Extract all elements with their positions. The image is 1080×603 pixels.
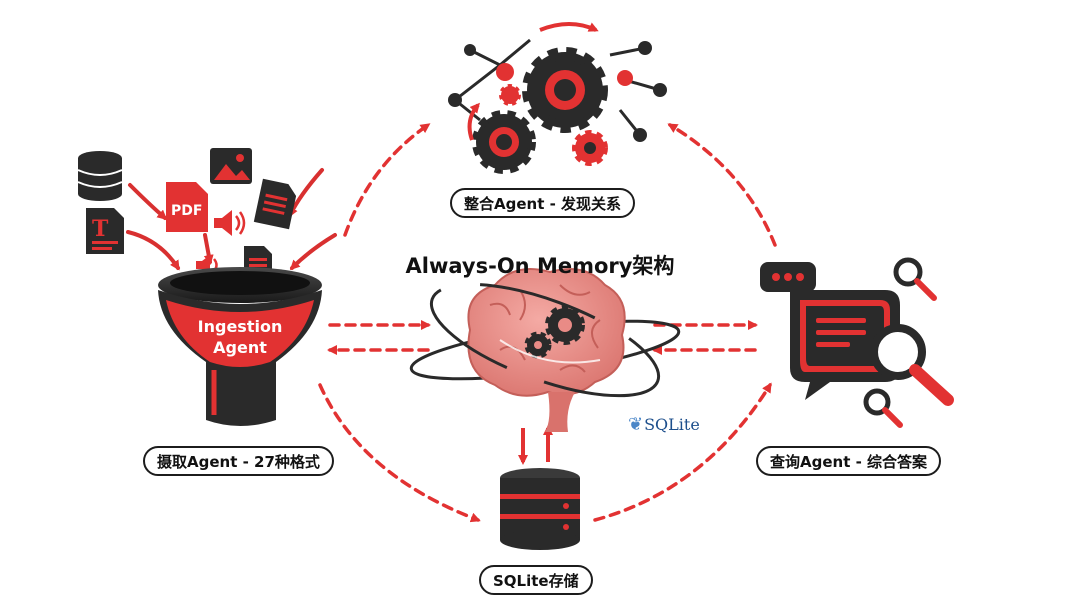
chat-search-icon <box>760 257 954 428</box>
arrow-ingestion-to-storage <box>318 383 481 523</box>
svg-text:T: T <box>92 216 109 242</box>
magnifier-icon-large <box>870 324 954 406</box>
brain-icon <box>409 268 681 432</box>
speech-bubble-small-icon <box>760 262 816 292</box>
pdf-file-icon: PDF <box>166 182 208 232</box>
gear-icon-large <box>522 47 608 133</box>
gear-icon-medium <box>472 110 536 174</box>
label-ingestion-agent: 摄取Agent - 27种格式 <box>143 446 334 476</box>
document-icon <box>253 178 297 230</box>
arrow-ingestion-to-consolidation <box>343 123 431 237</box>
image-file-icon <box>210 148 252 184</box>
diagram-title: Always-On Memory架构 <box>405 254 675 278</box>
flow-arrows <box>318 123 777 523</box>
label-query-agent: 查询Agent - 综合答案 <box>756 446 942 476</box>
gear-icon-tiny <box>499 84 521 106</box>
ingestion-funnel: Ingestion Agent <box>158 267 322 426</box>
audio-icon <box>214 210 246 236</box>
magnifier-icon-top <box>893 257 937 301</box>
sqlite-logo-text: SQLite <box>644 415 700 434</box>
speech-bubble-icon <box>790 290 900 400</box>
svg-text:PDF: PDF <box>171 203 202 219</box>
funnel-label-line1: Ingestion <box>198 317 283 336</box>
text-file-icon: T <box>86 208 124 254</box>
gear-icon-small <box>572 130 608 166</box>
storage-database-icon <box>500 468 580 550</box>
storage-brain-arrows <box>518 425 553 465</box>
arrow-storage-to-query <box>593 382 772 522</box>
gears-network-icon <box>448 22 667 174</box>
label-sqlite-storage: SQLite存储 <box>479 565 593 595</box>
label-consolidation-agent: 整合Agent - 发现关系 <box>450 188 636 218</box>
brain-gear-icon-small <box>524 331 552 359</box>
magnifier-icon-bottom <box>863 388 903 428</box>
feather-icon: ❦ <box>628 414 644 435</box>
funnel-label-line2: Agent <box>213 338 267 357</box>
arrow-query-to-consolidation <box>667 123 777 247</box>
database-icon <box>77 151 123 201</box>
sqlite-logo: ❦SQLite <box>628 414 700 435</box>
brain-gear-icon <box>545 305 585 345</box>
